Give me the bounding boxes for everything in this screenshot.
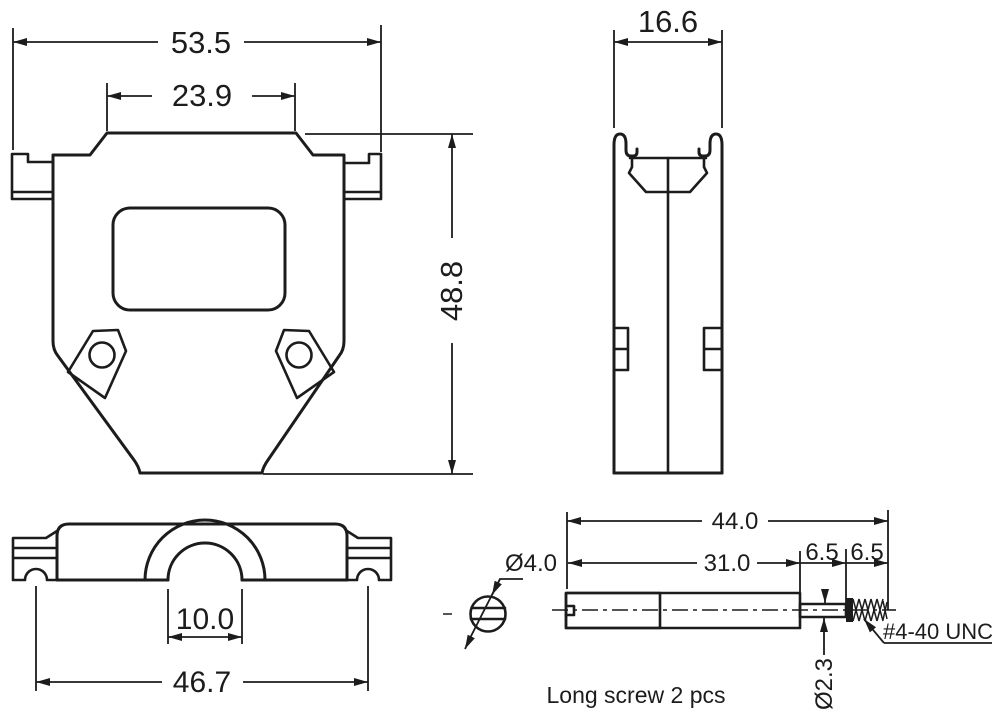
thread-hatch — [852, 598, 888, 622]
dim-ext-lines — [35, 586, 369, 691]
dim-overall-width-label: 53.5 — [171, 25, 231, 60]
cable-arch-outer — [143, 518, 267, 582]
dim-hole-spacing: 46.7 — [35, 586, 369, 699]
screw-slot-lines — [469, 606, 507, 621]
side-left-wall — [612, 132, 639, 475]
thread-shoulder — [846, 598, 853, 622]
screw-knurled-head — [564, 591, 662, 630]
bottom-left-cap — [11, 529, 59, 582]
dim-head-diameter-label: Ø4.0 — [505, 550, 557, 577]
dim-head-diameter: Ø4.0 — [464, 550, 557, 650]
side-view: 16.6 — [612, 4, 724, 475]
dim-cable-opening-label: 10.0 — [176, 603, 234, 636]
dim-flange-width: 23.9 — [106, 78, 296, 131]
left-ear — [10, 152, 55, 201]
dim-height: 48.8 — [263, 133, 473, 475]
bottom-view: 10.0 46.7 — [11, 518, 393, 699]
side-right-wall — [697, 132, 724, 475]
screw-view: Ø4.0 44.0 31.0 6.5 6.5 — [443, 508, 993, 710]
cable-arch-inner — [166, 541, 244, 582]
screw-head-end-view — [469, 595, 507, 633]
dim-overall-length: 44.0 — [566, 508, 889, 610]
dim-depth-label: 16.6 — [638, 4, 698, 39]
dim-ext-lines — [106, 83, 296, 131]
dim-shank-length-label: 31.0 — [704, 550, 751, 577]
hood-front-outline — [51, 131, 346, 475]
right-screw-hole — [285, 341, 313, 369]
right-ear — [343, 152, 383, 201]
dim-overall-length-label: 44.0 — [712, 508, 759, 535]
dim-cable-opening: 10.0 — [167, 589, 243, 644]
dim-overall-width: 53.5 — [12, 25, 382, 152]
dim-ext-lines — [263, 133, 473, 475]
right-screw-boss — [274, 328, 336, 400]
dim-height-label: 48.8 — [434, 261, 469, 321]
dim-neck-diameter-label: Ø2.3 — [811, 658, 838, 710]
dim-thread-length-label: 6.5 — [850, 539, 883, 566]
dim-ext-lines — [12, 25, 382, 152]
thread-spec-callout: #4-40 UNC — [863, 618, 993, 644]
dim-flange-width-label: 23.9 — [172, 78, 232, 113]
hood-window — [111, 206, 287, 312]
side-right-latch — [702, 326, 724, 372]
dim-ext-lines — [613, 30, 723, 128]
screw-slot-side — [564, 604, 576, 617]
dim-neck-length-label: 6.5 — [805, 539, 838, 566]
bottom-right-cap — [345, 529, 393, 582]
left-screw-hole — [88, 341, 116, 369]
dim-neck-and-thread-length: 6.5 6.5 — [800, 539, 888, 603]
side-left-latch — [612, 326, 630, 372]
dim-hole-spacing-label: 46.7 — [173, 666, 231, 699]
front-view: 53.5 23.9 48.8 — [10, 25, 473, 475]
thread-spec-label: #4-40 UNC — [883, 619, 993, 644]
dim-depth: 16.6 — [613, 4, 723, 128]
dim-shank-length: 31.0 — [568, 550, 801, 592]
bottom-body-outline — [55, 522, 349, 582]
screw-caption: Long screw 2 pcs — [547, 682, 726, 708]
dim-neck-diameter: Ø2.3 — [811, 589, 838, 710]
left-screw-boss — [66, 328, 128, 400]
